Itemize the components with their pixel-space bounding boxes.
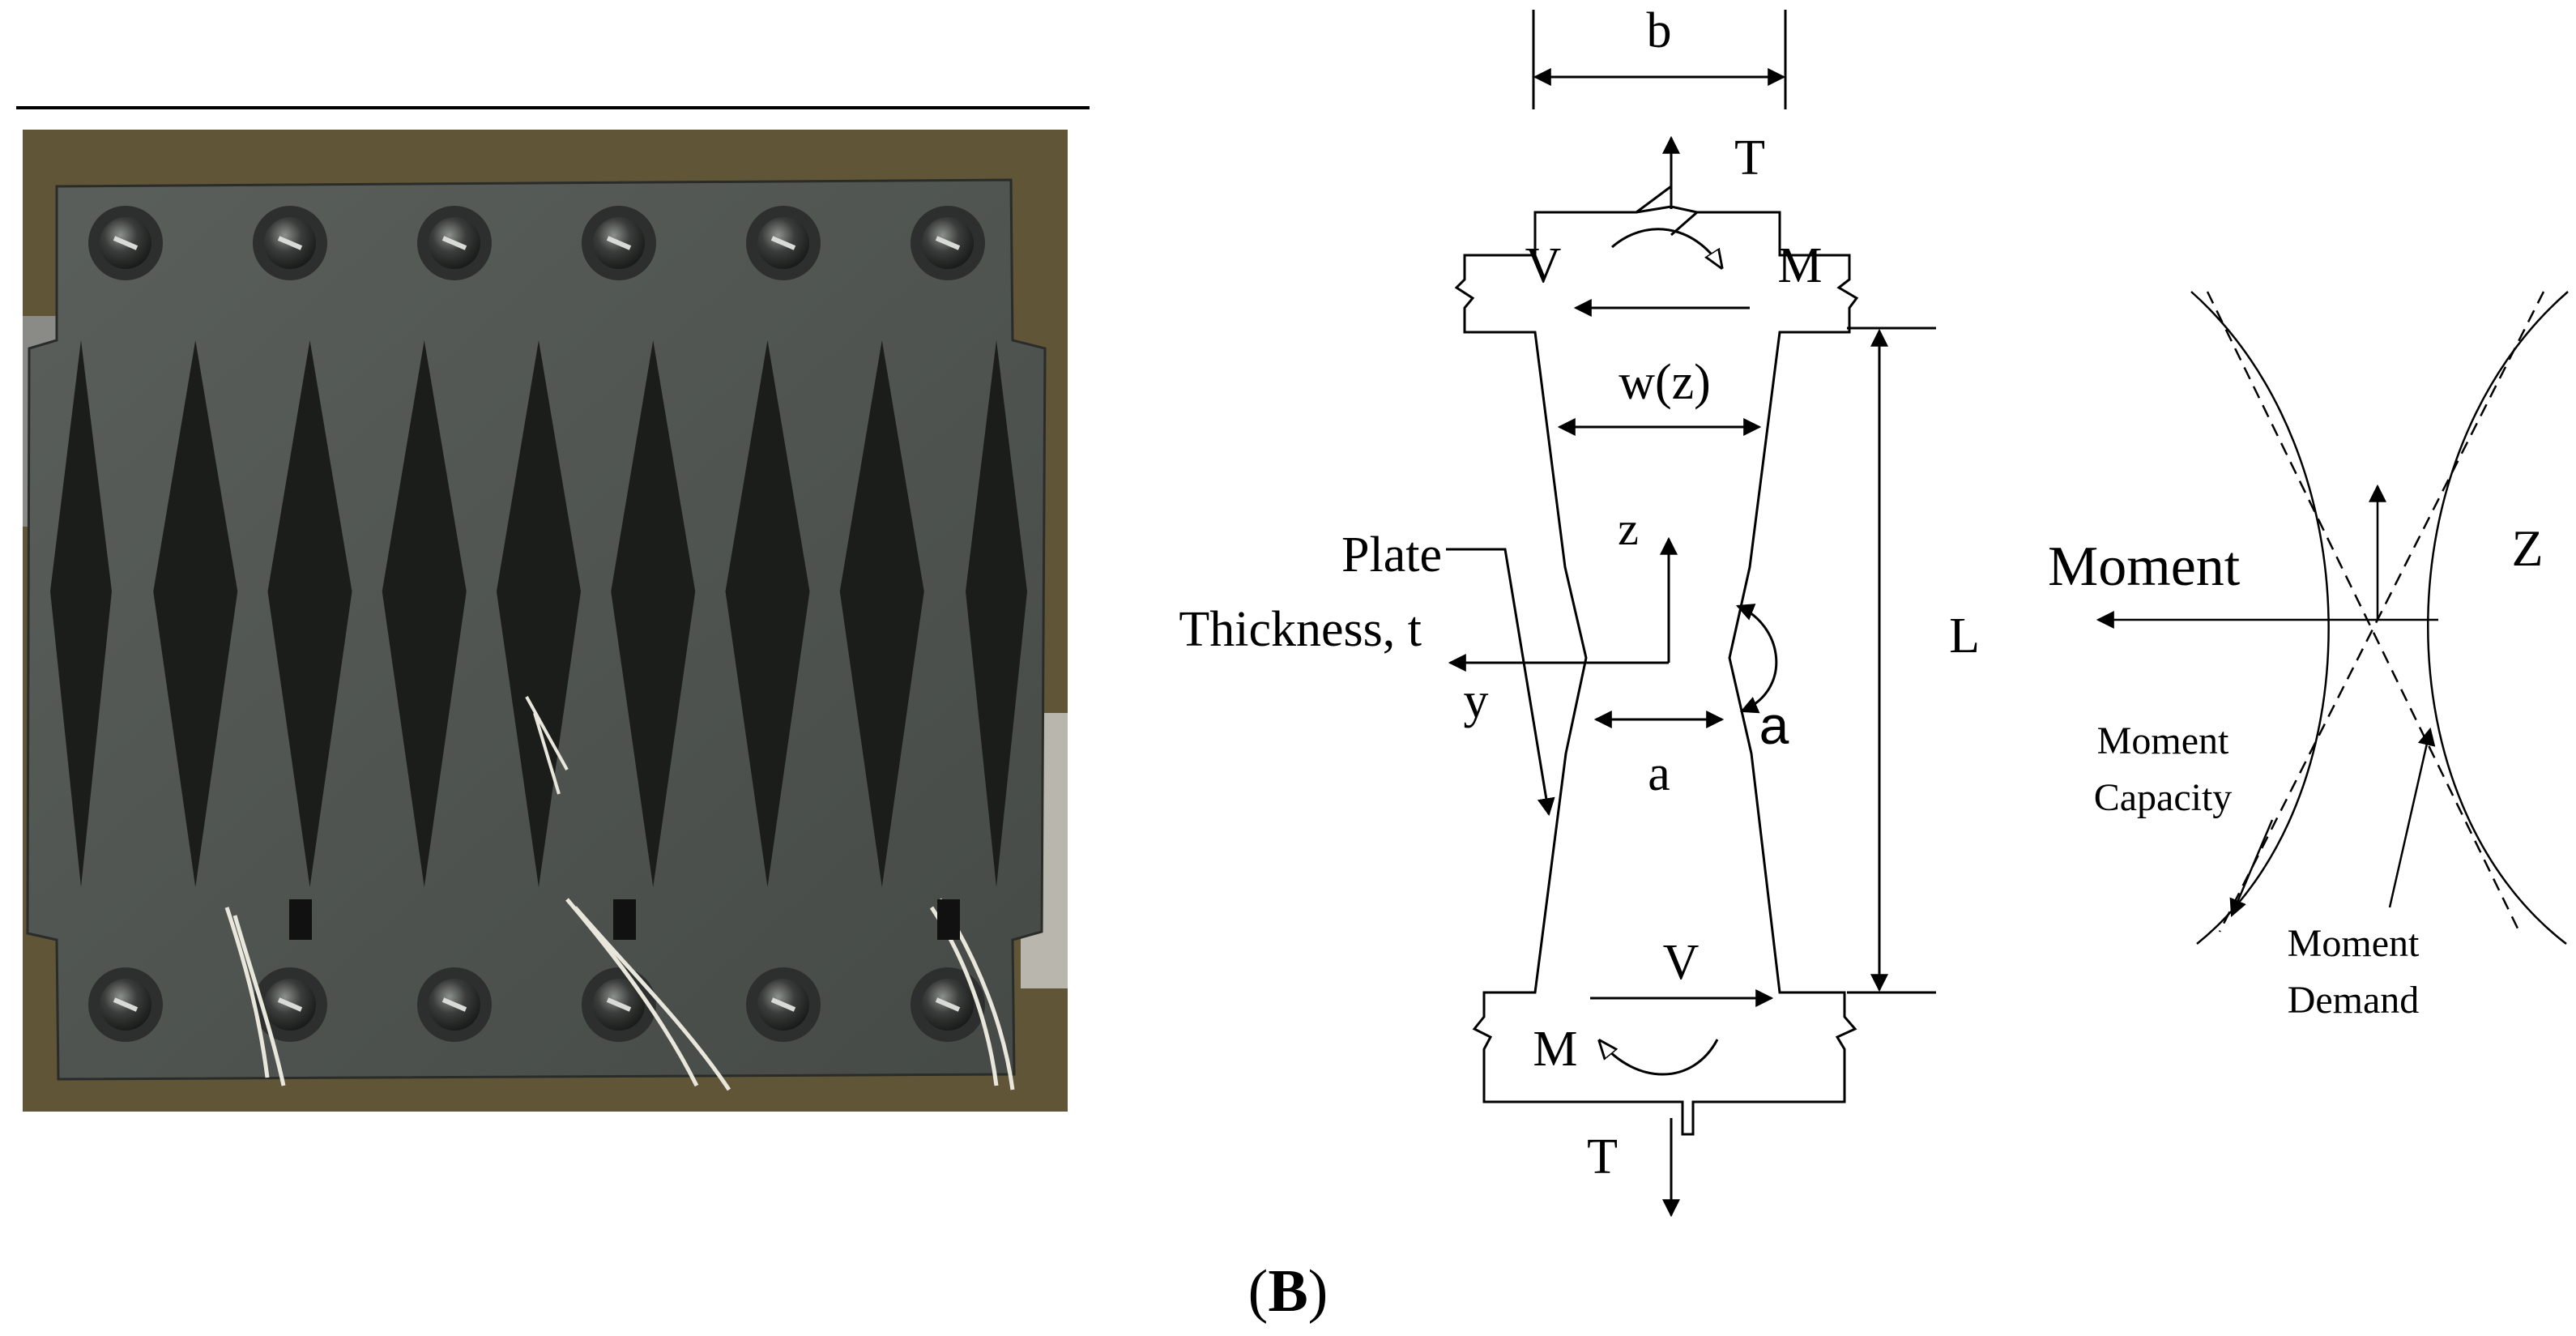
moment-capacity-right-curve (2427, 291, 2569, 945)
moment-diagram-labels: Moment Z Moment Capacity Moment Demand (2048, 519, 2544, 1022)
bolt-slot (770, 236, 796, 250)
panel-label-letter: B (1268, 1258, 1307, 1325)
diamond-slot (153, 340, 238, 887)
label-b: b (1647, 3, 1672, 58)
label-wz: w(z) (1619, 355, 1711, 410)
strain-gauge-wire-mid (525, 696, 569, 795)
label-T-bottom: T (1587, 1129, 1618, 1184)
bolt-slot (935, 997, 961, 1012)
bolt-rows (88, 206, 985, 1042)
label-y: y (1464, 673, 1489, 728)
label-capacity-1: Moment (2097, 719, 2229, 762)
label-V-bottom: V (1663, 935, 1700, 990)
panel-label: (B) (1248, 1258, 1329, 1325)
bolt-slot (277, 997, 303, 1012)
label-demand-2: Demand (2288, 979, 2420, 1022)
bolt-slot (113, 997, 139, 1012)
diamond-slot (611, 340, 696, 887)
label-z: z (1618, 502, 1639, 555)
label-demand-1: Moment (2288, 922, 2420, 965)
bolt-slot (441, 236, 467, 250)
moment-demand-line-2 (2218, 291, 2545, 933)
diamond-slot (267, 340, 352, 887)
bolt-slot (770, 997, 796, 1012)
gauge-clip (937, 899, 960, 940)
diamond-slot (497, 340, 581, 887)
diamond-slot (966, 340, 1027, 887)
bolt-slot (606, 236, 632, 250)
diamond-slots (50, 340, 1027, 887)
top-bracket-left (1636, 185, 1672, 214)
label-Z: Z (2511, 519, 2543, 577)
tapered-plate-outline (1454, 205, 1859, 1136)
capacity-leader (2229, 819, 2274, 918)
moment-capacity-left-curve (2190, 291, 2330, 945)
schematic-labels: b T V M w(z) L z Plate Thickness, t y a … (1179, 3, 1980, 1184)
label-V-top: V (1525, 238, 1562, 293)
moment-arc-bottom (1600, 1039, 1719, 1076)
angle-a-arc (1735, 604, 1778, 714)
label-M-bottom: M (1533, 1022, 1577, 1077)
diamond-slot (839, 340, 924, 887)
gauge-clip (289, 899, 312, 940)
tapered-plate-schematic (1446, 10, 1936, 1218)
label-thickness: Thickness, t (1179, 602, 1422, 657)
label-L: L (1949, 608, 1980, 664)
bolt-slot (606, 997, 632, 1012)
moment-diagram (2096, 291, 2569, 945)
strain-gauge-wires (224, 898, 1015, 1091)
label-capacity-2: Capacity (2094, 776, 2233, 819)
bolt-slot (277, 236, 303, 250)
label-a-inner: a (1648, 746, 1670, 801)
demand-leader (2388, 727, 2436, 908)
panel-label-close: ) (1308, 1258, 1329, 1325)
moment-arc-top (1611, 228, 1721, 267)
moment-demand-line-1 (2206, 291, 2521, 933)
label-moment: Moment (2048, 536, 2241, 598)
label-a-side: a (1759, 695, 1789, 755)
bolt-slot (441, 997, 467, 1012)
diamond-slot (50, 340, 112, 887)
bolt-slot (113, 236, 139, 250)
diamond-slot (725, 340, 810, 887)
diamond-slot (382, 340, 467, 887)
gauge-clip (613, 899, 636, 940)
label-M-top: M (1777, 238, 1822, 293)
specimen-photo (23, 130, 1068, 1112)
label-T-top: T (1734, 130, 1765, 186)
label-plate: Plate (1341, 527, 1442, 583)
bolt-slot (935, 236, 961, 250)
panel-label-open: ( (1248, 1258, 1269, 1325)
plate-thickness-leader (1446, 548, 1555, 817)
